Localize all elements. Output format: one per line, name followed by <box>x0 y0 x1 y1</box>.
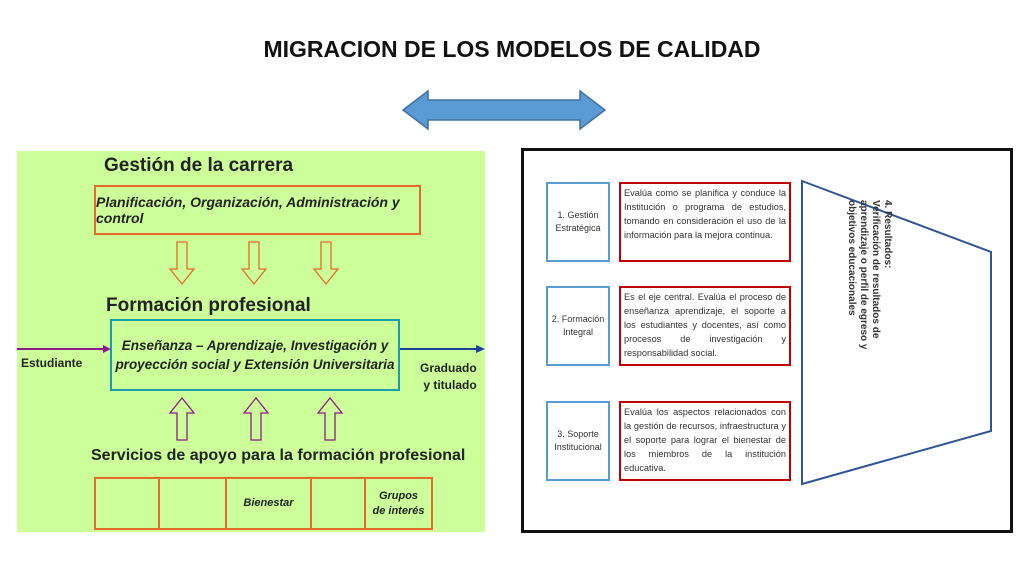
servicios-heading: Servicios de apoyo para la formación pro… <box>91 447 466 464</box>
formacion-heading: Formación profesional <box>106 295 311 316</box>
results-trapezoid <box>801 179 992 486</box>
label-soporte-institucional: 3. Soporte Institucional <box>546 401 610 481</box>
grid-cell-empty <box>160 479 227 528</box>
label-formacion-integral: 2. Formación Integral <box>546 286 610 366</box>
graduado-line2: y titulado <box>423 378 477 392</box>
down-arrows-icon <box>168 241 340 286</box>
up-arrows-icon <box>168 396 344 441</box>
desc-soporte-institucional: Evalúa los aspectos relacionados con la … <box>619 401 791 481</box>
resultados-text: 4. Resultados: Verificación de resultado… <box>846 200 893 350</box>
planificacion-box: Planificación, Organización, Administrac… <box>94 185 421 235</box>
double-arrow-icon <box>401 89 607 131</box>
label-gestion-estrategica: 1. Gestión Estratégica <box>546 182 610 262</box>
grid-cell-bienestar: Bienestar <box>227 479 312 528</box>
student-arrow-icon <box>17 345 111 353</box>
grid-cell-empty <box>312 479 366 528</box>
gestion-heading: Gestión de la carrera <box>104 155 294 176</box>
quality-model-panel: 1. Gestión Estratégica Evalúa como se pl… <box>521 148 1013 533</box>
ensenanza-box: Enseñanza – Aprendizaje, Investigación y… <box>110 319 400 391</box>
desc-gestion-estrategica: Evalúa como se planifica y conduce la In… <box>619 182 791 262</box>
graduado-label: Graduado y titulado <box>420 360 477 394</box>
grupos-line2: de interés <box>372 504 425 517</box>
page-title: MIGRACION DE LOS MODELOS DE CALIDAD <box>263 36 761 62</box>
support-services-grid: Bienestar Grupos de interés <box>94 477 433 530</box>
grid-cell-empty <box>96 479 160 528</box>
graduado-line1: Graduado <box>420 361 477 375</box>
ensenanza-line1: Enseñanza – Aprendizaje, Investigación y <box>121 338 389 353</box>
grupos-line1: Grupos <box>378 489 419 502</box>
grid-cell-grupos: Grupos de interés <box>366 479 431 528</box>
estudiante-label: Estudiante <box>21 356 83 370</box>
ensenanza-line2: proyección social y Extensión Universita… <box>115 357 395 372</box>
graduate-arrow-icon <box>400 345 485 353</box>
desc-formacion-integral: Es el eje central. Evalúa el proceso de … <box>619 286 791 366</box>
career-management-panel: Gestión de la carrera Planificación, Org… <box>17 151 485 532</box>
